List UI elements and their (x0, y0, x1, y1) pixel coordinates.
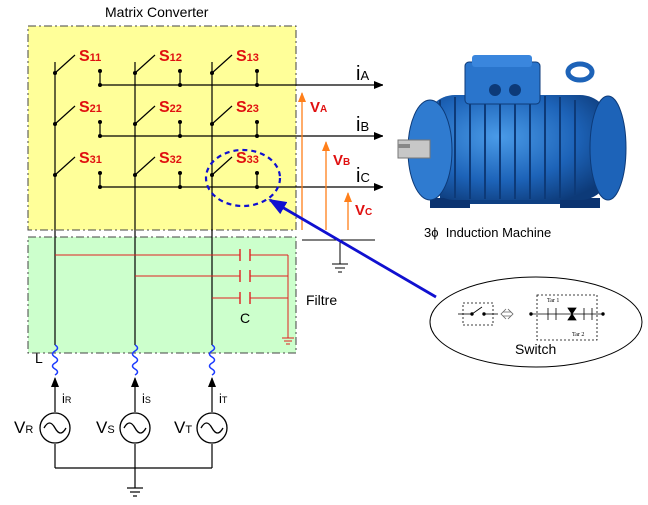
source-feeds (51, 377, 216, 497)
label-s22: S22 (159, 99, 182, 116)
capacitor-label: C (240, 310, 250, 326)
voltage-arrows (298, 92, 352, 230)
label-s13: S13 (236, 48, 259, 65)
label-s33: S33 (236, 150, 259, 167)
label-iA: iA (356, 63, 369, 85)
switch-s33: S33 (210, 150, 259, 189)
label-VC: VC (355, 202, 372, 219)
filter-wiring (55, 254, 294, 345)
igbt-label-t2: Tar 2 (572, 332, 584, 338)
switch-s11: S11 (53, 48, 102, 87)
switch-callout-bubble (429, 276, 643, 368)
igbt-label-t1: Tar 1 (547, 298, 559, 304)
diagram-title: Matrix Converter (105, 4, 209, 20)
label-VA: VA (310, 99, 327, 116)
filter-label: Filtre (306, 292, 337, 308)
sine-icons (43, 422, 224, 434)
s33-highlight (204, 148, 282, 208)
converter-region (27, 25, 297, 231)
label-s12: S12 (159, 48, 182, 65)
switch-callout-label: Switch (515, 341, 556, 357)
switch-s12: S12 (133, 48, 182, 87)
switch-callout-schematic (458, 294, 605, 341)
label-iB: iB (356, 114, 369, 136)
filter-region (27, 236, 297, 354)
label-s32: S32 (159, 150, 182, 167)
label-iC: iC (356, 165, 370, 187)
label-s31: S31 (79, 150, 102, 167)
label-iR: iR (62, 391, 72, 406)
label-iT: iT (219, 391, 228, 406)
callout-arrow (268, 198, 437, 299)
voltage-sources (39, 412, 228, 444)
inductors (51, 344, 216, 376)
filter-capacitors (239, 249, 251, 304)
induction-machine-image (383, 42, 639, 218)
label-s11: S11 (79, 48, 101, 65)
label-s23: S23 (236, 99, 259, 116)
machine-label: 3ϕ Induction Machine (424, 225, 551, 240)
switch-s23: S23 (210, 99, 259, 138)
inductor-label: L (35, 350, 43, 366)
label-VT: VT (174, 418, 192, 437)
output-lines (100, 81, 384, 191)
label-iS: iS (142, 391, 151, 406)
label-s21: S21 (79, 99, 102, 116)
label-VB: VB (333, 152, 350, 169)
label-VR: VR (14, 418, 33, 437)
switch-s32: S32 (133, 150, 182, 189)
label-VS: VS (96, 418, 115, 437)
